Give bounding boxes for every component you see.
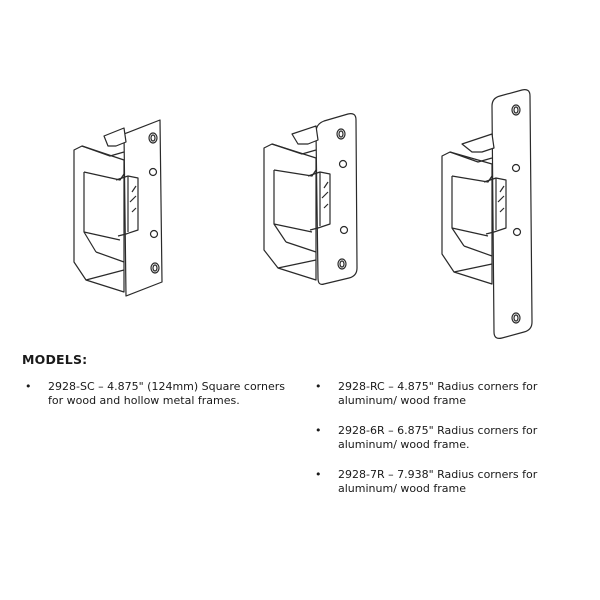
bullet-icon: • <box>315 380 322 393</box>
model-description: 2928-RC – 4.875" Radius corners for alum… <box>338 380 538 407</box>
strike-illustration-2928-rc <box>258 112 368 292</box>
bullet-icon: • <box>315 468 322 481</box>
model-description: 2928-6R – 6.875" Radius corners for alum… <box>338 424 538 451</box>
model-description: 2928-7R – 7.938" Radius corners for alum… <box>338 468 538 495</box>
model-item-2928-sc: • 2928-SC – 4.875" (124mm) Square corner… <box>22 380 292 408</box>
strike-illustration-2928-sc <box>70 112 180 302</box>
models-list-right: • 2928-RC – 4.875" Radius corners for al… <box>312 380 582 512</box>
strike-illustration-2928-7r <box>440 88 540 344</box>
models-heading: MODELS: <box>22 352 88 367</box>
bullet-icon: • <box>315 424 322 437</box>
model-item-2928-6r: • 2928-6R – 6.875" Radius corners for al… <box>312 424 582 452</box>
model-item-2928-7r: • 2928-7R – 7.938" Radius corners for al… <box>312 468 582 496</box>
model-description: 2928-SC – 4.875" (124mm) Square corners … <box>48 380 285 407</box>
bullet-icon: • <box>25 380 32 393</box>
models-list-left: • 2928-SC – 4.875" (124mm) Square corner… <box>22 380 292 424</box>
model-item-2928-rc: • 2928-RC – 4.875" Radius corners for al… <box>312 380 582 408</box>
